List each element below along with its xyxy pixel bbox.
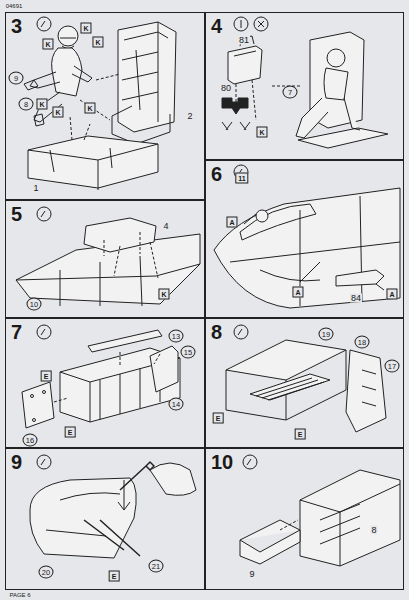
part-number: 2: [186, 112, 193, 121]
step-panel: 3: [5, 12, 205, 200]
callout-number: 10: [27, 298, 42, 311]
page-note: 04691: [6, 3, 23, 9]
part-number: 84: [350, 294, 362, 303]
step-panel: 10: [205, 448, 404, 590]
callout-number: 13: [169, 330, 184, 343]
glue-letter-box: A: [292, 287, 303, 298]
glue-letter-box: E: [41, 371, 52, 382]
callout-number: 16: [23, 434, 38, 447]
glue-letter-box: K: [92, 37, 103, 48]
callout-number: 9: [9, 72, 24, 85]
glue-letter-box: A: [386, 289, 397, 300]
step-number: 3: [11, 15, 22, 37]
step-number: 9: [11, 451, 22, 473]
part-number: 4: [162, 222, 169, 231]
part-number: 81: [238, 36, 250, 45]
callout-number: 14: [169, 398, 184, 411]
glue-letter-box: E: [109, 571, 120, 582]
step-number: 10: [211, 451, 233, 473]
step-number: 7: [11, 321, 22, 343]
step-number: 6: [211, 163, 222, 185]
callout-number: 8: [19, 98, 34, 111]
page-note: PAGE 6: [9, 592, 30, 598]
glue-letter-box: K: [158, 289, 169, 300]
callout-number: 21: [149, 560, 164, 573]
step-panel: 4: [205, 12, 404, 160]
step-number: 5: [11, 203, 22, 225]
glue-letter-box: K: [80, 23, 91, 34]
glue-letter-box: E: [213, 413, 224, 424]
glue-letter-box: K: [256, 127, 267, 138]
callout-number: 15: [181, 346, 196, 359]
glue-letter-box: K: [42, 39, 53, 50]
callout-number: 20: [39, 566, 54, 579]
callout-number: 7: [283, 86, 298, 99]
glue-letter-box: K: [52, 107, 63, 118]
step-panel: 6: [205, 160, 404, 318]
glue-letter-box: E: [65, 427, 76, 438]
glue-letter-box: K: [36, 99, 47, 110]
part-number: 1: [32, 184, 39, 193]
part-number: 9: [248, 570, 255, 579]
step-number: 4: [211, 15, 222, 37]
callout-number: 17: [385, 360, 400, 373]
callout-number: 19: [319, 328, 334, 341]
glue-letter-box: K: [84, 103, 95, 114]
part-number: 80: [220, 84, 232, 93]
glue-letter-box: A: [226, 217, 237, 228]
step-number: 8: [211, 321, 222, 343]
glue-letter-box: 11: [235, 173, 248, 184]
part-number: 8: [370, 526, 377, 535]
step-panel: 9: [5, 448, 205, 590]
callout-number: 18: [355, 336, 370, 349]
glue-letter-box: E: [295, 429, 306, 440]
